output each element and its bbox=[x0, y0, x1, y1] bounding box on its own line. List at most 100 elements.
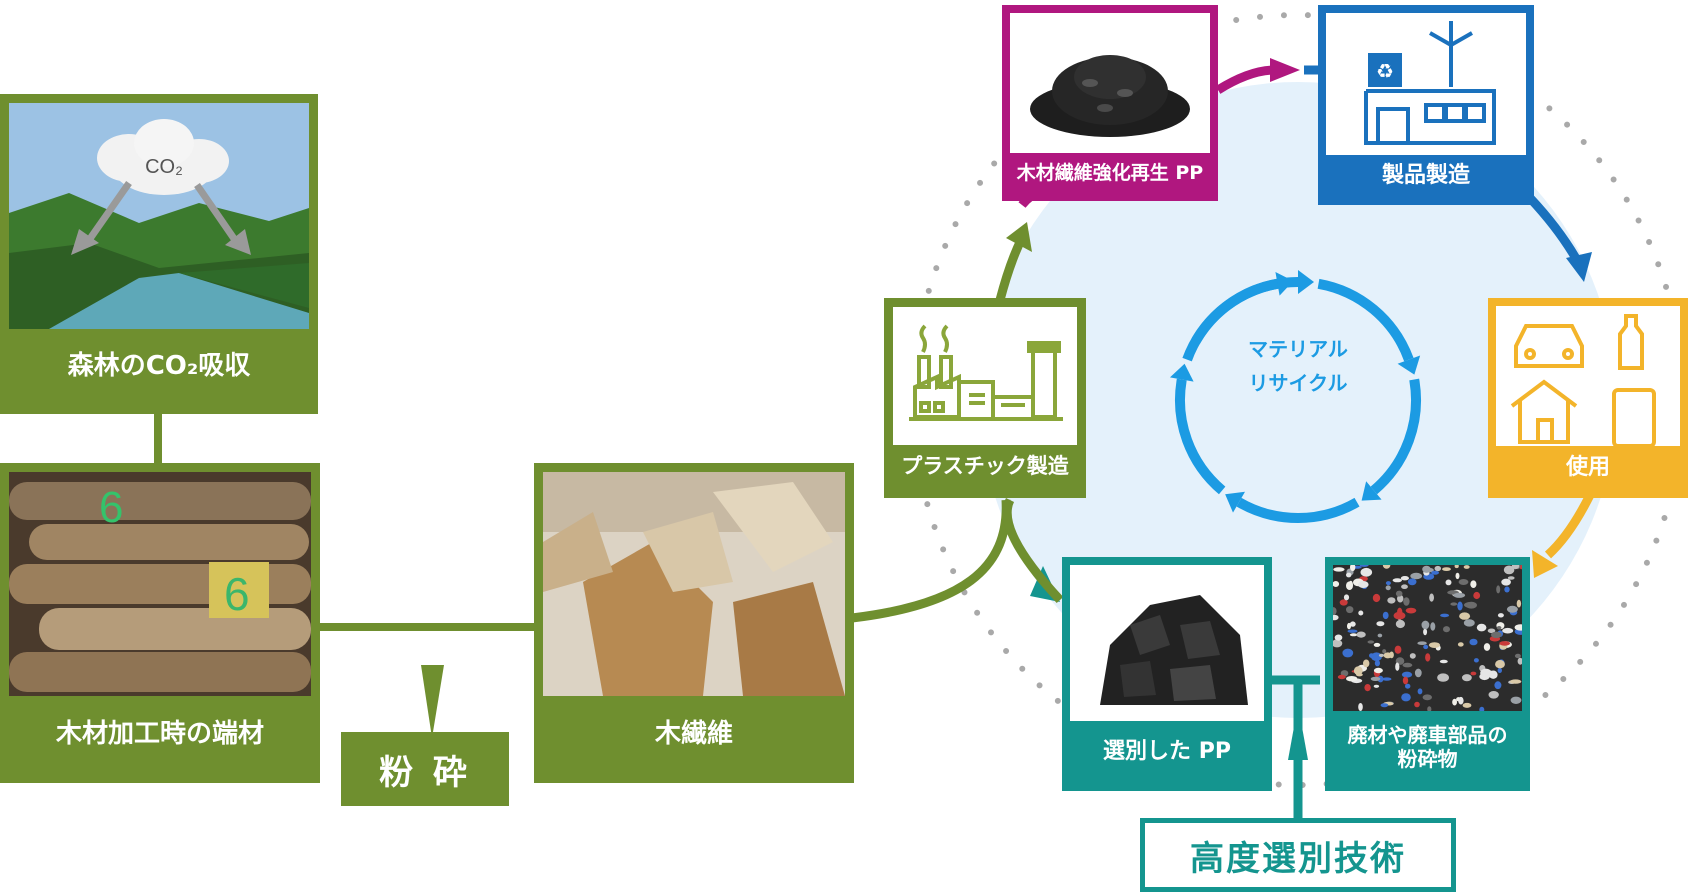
crushed-fragment bbox=[1333, 581, 1340, 587]
crushed-fragment bbox=[1401, 693, 1411, 702]
crushed-fragment bbox=[1347, 629, 1358, 633]
plastic-manufacturing-label: プラスチック製造 bbox=[893, 445, 1077, 489]
crushed-fragment bbox=[1450, 602, 1458, 606]
crushed-fragment bbox=[1422, 694, 1432, 701]
crushed-photo bbox=[1333, 565, 1522, 711]
crushed-fragment bbox=[1462, 674, 1472, 682]
crushed-fragment bbox=[1373, 684, 1380, 688]
crushed-fragment bbox=[1395, 590, 1403, 597]
crushed-fragment bbox=[1382, 649, 1387, 654]
crushed-label-line2: 粉砕物 bbox=[1397, 747, 1458, 771]
crushed-fragment bbox=[1371, 652, 1382, 661]
crushed-fragment bbox=[1356, 673, 1363, 677]
crushed-fragment bbox=[1442, 567, 1451, 571]
cycle-arrowhead-icon-2 bbox=[1361, 481, 1382, 501]
crushed-fragment bbox=[1495, 660, 1505, 669]
crushed-fragment bbox=[1402, 662, 1413, 668]
crushed-fragment bbox=[1458, 696, 1464, 705]
crushed-fragment bbox=[1353, 666, 1363, 676]
crushed-fragment bbox=[1349, 633, 1358, 637]
crushed-parts-label: 廃材や廃車部品の 粉砕物 bbox=[1333, 711, 1522, 783]
crushed-fragment bbox=[1496, 585, 1501, 594]
crushed-fragment bbox=[1417, 688, 1423, 695]
crushed-fragment bbox=[1350, 565, 1356, 572]
forest-photo: CO₂ bbox=[9, 103, 309, 329]
product-factory-icon-area: ♻ bbox=[1326, 13, 1526, 155]
crushed-fragment bbox=[1430, 622, 1436, 631]
connector-fiber-plastic bbox=[851, 499, 1011, 623]
crushed-fragment bbox=[1507, 576, 1515, 580]
tablet-icon bbox=[1612, 388, 1656, 446]
center-label-line2: リサイクル bbox=[1248, 371, 1348, 395]
crushed-fragment bbox=[1380, 703, 1389, 708]
crushed-fragment bbox=[1517, 657, 1522, 665]
crushed-fragment bbox=[1437, 673, 1449, 682]
crushed-fragment bbox=[1334, 634, 1343, 641]
crushed-fragment bbox=[1459, 612, 1471, 620]
crushed-fragment bbox=[1469, 638, 1478, 646]
crushed-fragment bbox=[1440, 613, 1450, 618]
crushed-fragment bbox=[1410, 572, 1423, 580]
green-mark-2: 6 bbox=[224, 568, 250, 620]
crushed-fragment bbox=[1516, 599, 1522, 608]
cycle-arrowhead-icon-0 bbox=[1298, 270, 1314, 294]
arrowhead-green bbox=[1006, 222, 1032, 252]
crushed-fragment bbox=[1339, 599, 1348, 606]
crushed-fragment bbox=[1496, 626, 1502, 630]
cycle-arc-2 bbox=[1370, 378, 1421, 495]
fiber-label: 木繊維 bbox=[543, 696, 845, 774]
crushed-fragment bbox=[1403, 597, 1410, 606]
crushed-fragment bbox=[1346, 676, 1358, 682]
card-forest: CO₂ 森林のCO₂吸収 bbox=[0, 94, 318, 414]
crushed-fragment bbox=[1405, 607, 1417, 614]
crushed-fragment bbox=[1356, 631, 1366, 638]
crushed-fragment bbox=[1348, 580, 1353, 589]
crushed-fragment bbox=[1342, 648, 1354, 658]
cycle-arc-3 bbox=[1236, 497, 1360, 523]
cloud-text: CO₂ bbox=[145, 156, 183, 178]
crushed-fragment bbox=[1359, 565, 1369, 567]
crushed-fragment bbox=[1343, 594, 1350, 601]
fiber-photo bbox=[543, 472, 845, 696]
material-recycle-cycle-icon bbox=[1169, 270, 1421, 523]
crushed-fragment bbox=[1383, 652, 1392, 659]
bottle-icon bbox=[1618, 314, 1644, 370]
recycle-factory-icon: ♻ bbox=[1364, 21, 1496, 145]
crushed-fragment bbox=[1402, 676, 1409, 685]
crushed-fragment bbox=[1409, 653, 1416, 659]
crushed-fragment bbox=[1369, 653, 1374, 658]
crushed-fragment bbox=[1400, 576, 1409, 581]
center-label-line1: マテリアル bbox=[1248, 337, 1348, 361]
crushed-fragment bbox=[1506, 605, 1518, 613]
car-icon bbox=[1514, 324, 1584, 368]
sorting-tech-tag: 高度選別技術 bbox=[1140, 818, 1456, 892]
crushed-fragment bbox=[1514, 653, 1521, 659]
crushed-fragment bbox=[1457, 642, 1464, 647]
crushed-fragment bbox=[1377, 633, 1383, 638]
crushed-fragment bbox=[1337, 674, 1346, 680]
crushed-fragment bbox=[1463, 565, 1470, 569]
crushed-fragment bbox=[1349, 621, 1356, 627]
crushed-fragment bbox=[1382, 611, 1389, 620]
crushed-fragment bbox=[1439, 659, 1448, 664]
arrowhead-yellow bbox=[1532, 550, 1558, 578]
pellets-photo bbox=[1010, 13, 1210, 153]
card-use: 使用 bbox=[1488, 298, 1688, 498]
crushed-fragment bbox=[1463, 619, 1475, 627]
sorted-pp-label: 選別した PP bbox=[1070, 721, 1264, 783]
sorted-pp-photo bbox=[1070, 565, 1264, 721]
arrowhead-blue bbox=[1566, 252, 1592, 282]
crushed-fragment bbox=[1502, 627, 1514, 634]
card-product-manufacturing: ♻ 製品製造 bbox=[1318, 5, 1534, 205]
sorting-pointer bbox=[1288, 705, 1308, 760]
crushed-fragment bbox=[1347, 622, 1351, 630]
offcuts-label: 木材加工時の端材 bbox=[9, 696, 311, 774]
use-icons bbox=[1510, 314, 1656, 446]
cycle-arrowhead-icon-1 bbox=[1397, 355, 1421, 375]
crushed-fragment bbox=[1511, 565, 1520, 570]
co2-arrowhead-left-icon bbox=[71, 229, 99, 255]
crushed-fragment bbox=[1377, 675, 1384, 683]
crushed-fragment bbox=[1423, 644, 1429, 650]
crushed-label-line1: 廃材や廃車部品の bbox=[1347, 723, 1508, 747]
